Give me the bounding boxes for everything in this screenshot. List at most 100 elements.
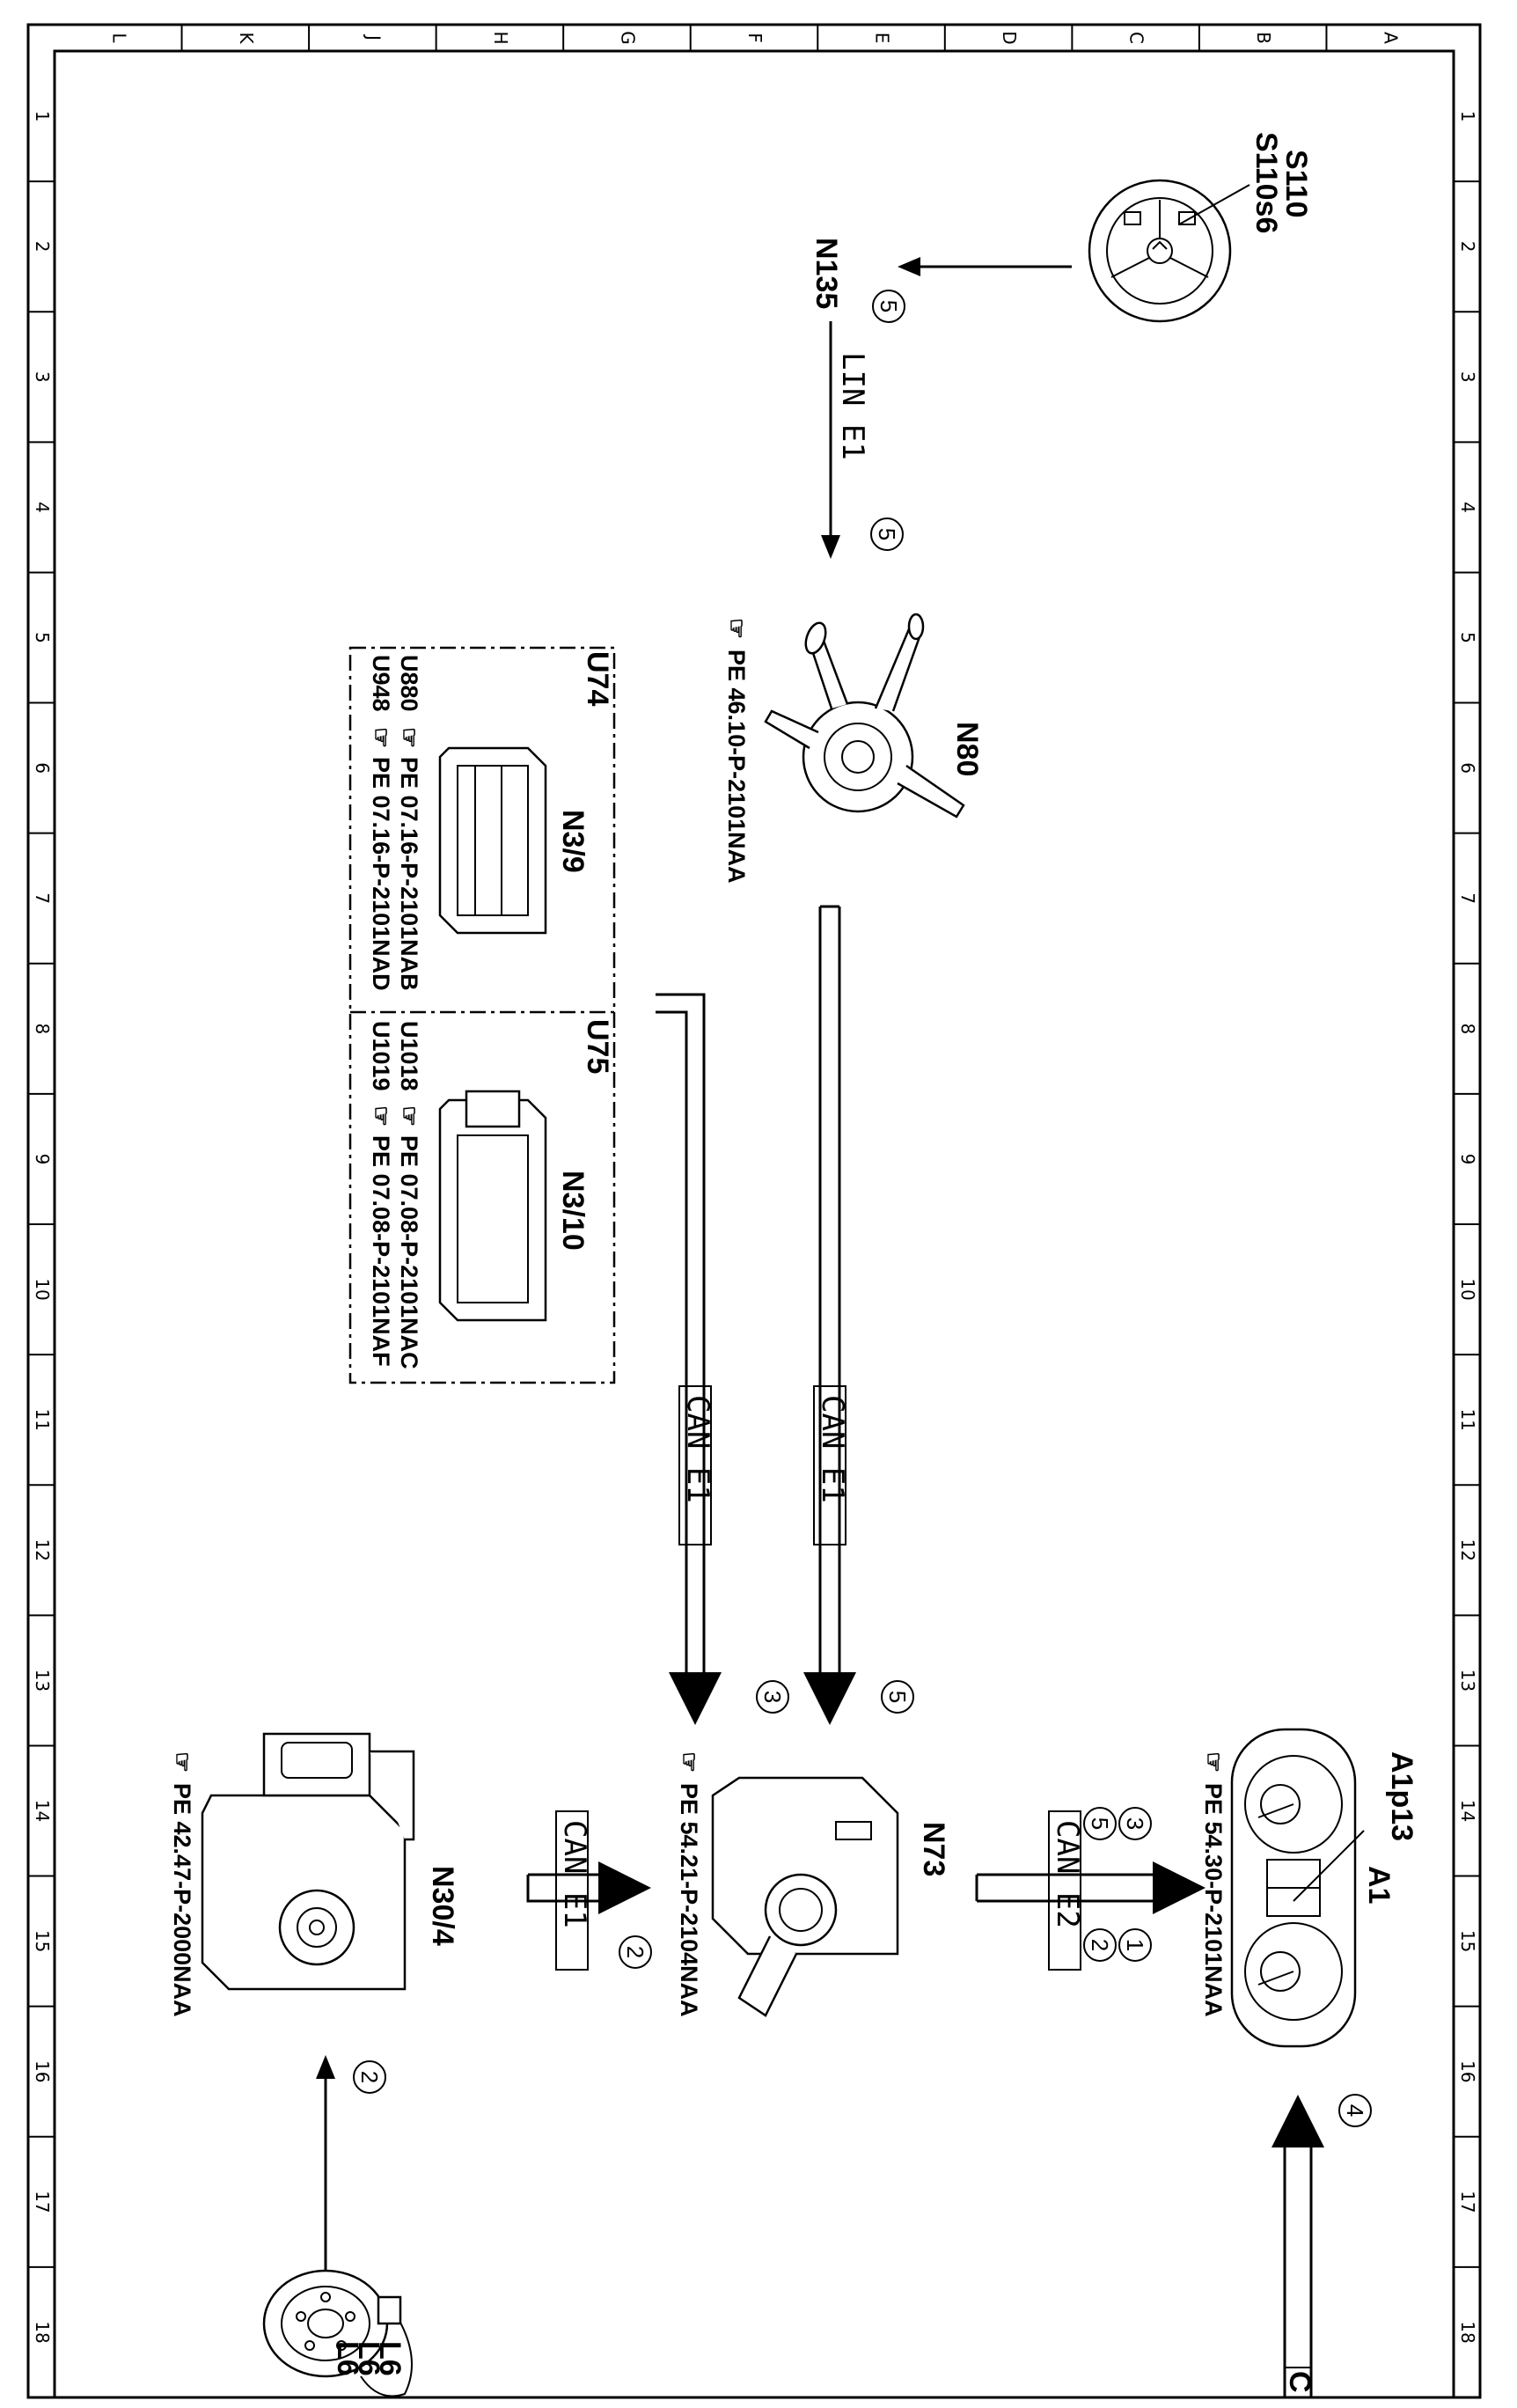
row-label: 14: [32, 1800, 53, 1822]
row-label: 1: [1457, 111, 1478, 122]
svg-text:1: 1: [1122, 1939, 1148, 1951]
n80-label: N80: [950, 722, 984, 776]
step-marker: 5: [870, 518, 904, 551]
inner-frame: [53, 49, 1455, 2399]
row-label: 7: [32, 892, 53, 904]
svg-text:5: 5: [884, 1691, 911, 1703]
engine-control-unit-icon: [438, 746, 547, 935]
step-marker: 2: [1083, 1928, 1117, 1962]
row-label: 15: [32, 1930, 53, 1952]
n73-label: N73: [917, 1822, 950, 1876]
row-label: 11: [1457, 1408, 1478, 1430]
step-marker: 2: [353, 2060, 386, 2094]
row-label: 2: [1457, 241, 1478, 253]
svg-text:PE 54.30-P-2101NAA: PE 54.30-P-2101NAA: [1200, 1783, 1227, 2017]
column-label: J: [363, 33, 384, 40]
svg-text:4: 4: [1342, 2104, 1368, 2117]
svg-text:PE 54.21-P-2104NAA: PE 54.21-P-2104NAA: [676, 1783, 702, 2017]
lin-e1-arrowhead: [821, 535, 840, 559]
column-label: F: [744, 33, 766, 43]
can-e1-left-arrowhead: [669, 1672, 722, 1725]
row-label: 8: [32, 1023, 53, 1034]
row-label: 17: [32, 2191, 53, 2213]
svg-text:☞: ☞: [396, 1105, 422, 1127]
can-e1-n30-line: [526, 1873, 598, 1903]
row-label: 15: [1457, 1930, 1478, 1952]
a1-reference: ☞ PE 54.30-P-2101NAA: [1200, 1751, 1227, 2017]
svg-text:2: 2: [1087, 1939, 1113, 1951]
a1p13-leader-line: [1293, 1830, 1365, 1902]
column-label: G: [617, 31, 638, 45]
steering-column-module-icon: [764, 613, 965, 819]
l6-label-3: L6: [331, 2341, 364, 2376]
svg-text:U1019: U1019: [368, 1021, 394, 1091]
edge-c-label: C: [1283, 2371, 1316, 2393]
svg-text:2: 2: [622, 1946, 649, 1958]
u75-reference-2: U1019 ☞ PE 07.08-P-2101NAF: [368, 1021, 394, 1367]
n3-10-label: N3/10: [556, 1171, 590, 1251]
row-label: 4: [32, 502, 53, 513]
svg-text:☞: ☞: [169, 1751, 195, 1773]
row-label: 7: [1457, 892, 1478, 904]
svg-text:3: 3: [759, 1691, 786, 1703]
step-marker: 2: [619, 1935, 652, 1969]
a1-label: A1: [1362, 1866, 1396, 1904]
row-label: 17: [1457, 2191, 1478, 2213]
svg-text:3: 3: [1122, 1817, 1148, 1830]
svg-text:☞: ☞: [368, 1105, 394, 1127]
svg-text:PE 46.10-P-2101NAA: PE 46.10-P-2101NAA: [723, 650, 750, 884]
can-e1-n30-label: CAN E1: [557, 1820, 592, 1928]
l6-label-2: L6: [352, 2341, 385, 2376]
column-label: A: [1381, 32, 1402, 44]
step-marker: 5: [1083, 1807, 1117, 1840]
svg-text:PE 07.16-P-2101NAD: PE 07.16-P-2101NAD: [368, 757, 394, 991]
row-label: 18: [1457, 2321, 1478, 2343]
can-e2-label: CAN E2: [1050, 1820, 1085, 1928]
a1-bottom-arrowhead: [1271, 2095, 1324, 2147]
u74-variant-label: U74: [581, 651, 614, 706]
row-label: 5: [1457, 632, 1478, 643]
svg-text:☞: ☞: [723, 618, 750, 639]
step-marker: 4: [1338, 2094, 1372, 2127]
column-label: C: [1126, 32, 1147, 44]
svg-text:U1018: U1018: [396, 1021, 422, 1091]
l6-label-1: L6: [373, 2341, 407, 2376]
svg-text:☞: ☞: [368, 727, 394, 748]
u75-variant-label: U75: [581, 1019, 614, 1074]
svg-text:U948: U948: [368, 655, 394, 712]
svg-text:PE 07.08-P-2101NAC: PE 07.08-P-2101NAC: [396, 1135, 422, 1369]
row-label: 12: [1457, 1539, 1478, 1561]
column-label: H: [490, 31, 511, 44]
can-e1-left-label: CAN E1: [680, 1395, 715, 1503]
column-label: B: [1253, 32, 1274, 44]
row-label: 3: [1457, 371, 1478, 383]
row-label: 8: [1457, 1023, 1478, 1034]
can-e1-left-label-box: [678, 1385, 712, 1545]
s110-label: S110: [1279, 150, 1313, 218]
step-marker: 1: [1118, 1928, 1152, 1962]
variant-frame: [348, 646, 616, 1384]
svg-text:PE 42.47-P-2000NAA: PE 42.47-P-2000NAA: [169, 1783, 195, 2017]
column-label: D: [999, 31, 1020, 44]
column-label: K: [236, 32, 257, 44]
s110s6-leader-line: [1178, 184, 1250, 225]
can-e1-right-label-box: [813, 1385, 846, 1545]
wheel-to-n30-arrowhead: [316, 2055, 335, 2079]
step-marker: 5: [881, 1680, 914, 1714]
row-label: 11: [32, 1408, 53, 1430]
steering-wheel-icon: [1088, 179, 1232, 323]
esp-control-unit-icon: [201, 1732, 415, 1991]
svg-text:PE 07.16-P-2101NAB: PE 07.16-P-2101NAB: [396, 757, 422, 991]
can-e1-left-inner: [656, 1010, 688, 1672]
u74-reference-2: U948 ☞ PE 07.16-P-2101NAD: [368, 655, 394, 991]
brake-disc-sensor-icon: [262, 2269, 413, 2397]
s110s6-label: S110s6: [1250, 132, 1283, 233]
n135-label: N135: [810, 238, 843, 309]
row-label: 10: [1457, 1278, 1478, 1300]
row-label: 10: [32, 1278, 53, 1300]
row-label: 13: [1457, 1670, 1478, 1692]
svg-text:5: 5: [1087, 1817, 1113, 1830]
